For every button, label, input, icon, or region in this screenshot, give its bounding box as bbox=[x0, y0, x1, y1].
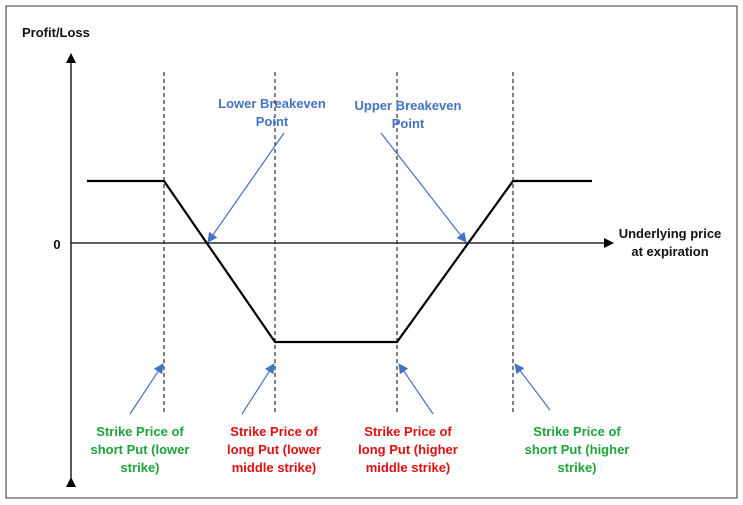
strike-arrow-4 bbox=[514, 363, 551, 411]
upper-breakeven-arrow bbox=[380, 132, 467, 243]
strike-arrow-2 bbox=[241, 363, 275, 415]
lower-breakeven-arrow bbox=[207, 132, 285, 243]
upper-breakeven-label: Upper Breakeven Point bbox=[354, 98, 462, 131]
diagram-frame bbox=[5, 5, 738, 499]
strike-arrow-1 bbox=[129, 363, 164, 415]
payoff-line bbox=[87, 179, 592, 344]
strike-arrow-3 bbox=[398, 363, 434, 415]
strike-label-short-put-higher: Strike Price of short Put (higher strike… bbox=[524, 424, 630, 475]
y-axis-label: Profit/Loss bbox=[22, 25, 90, 40]
x-axis-label: Underlying price at expiration bbox=[618, 226, 722, 259]
strike-label-short-put-lower: Strike Price of short Put (lower strike) bbox=[90, 424, 190, 475]
lower-breakeven-label: Lower Breakeven Point bbox=[218, 96, 326, 129]
strike-label-long-put-higher-middle: Strike Price of long Put (higher middle … bbox=[358, 424, 458, 475]
strike-label-long-put-lower-middle: Strike Price of long Put (lower middle s… bbox=[227, 424, 321, 475]
zero-label: 0 bbox=[53, 237, 61, 252]
